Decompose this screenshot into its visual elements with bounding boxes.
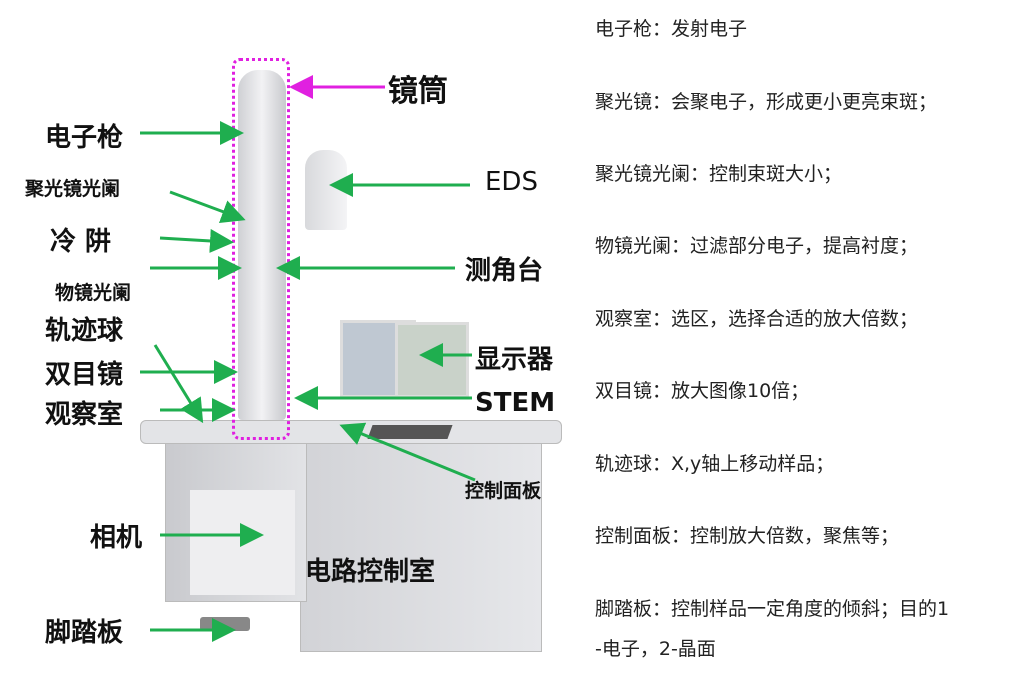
description-item: 观察室：选区，选择合适的放大倍数； — [595, 308, 919, 330]
label-control-panel: 控制面板 — [465, 480, 542, 502]
column-body — [238, 70, 286, 420]
label-stem: STEM — [475, 388, 556, 418]
description-item: 双目镜：放大图像10倍； — [595, 380, 810, 402]
label-camera: 相机 — [90, 523, 143, 553]
label-eds: EDS — [485, 167, 538, 197]
label-electron-gun: 电子枪 — [45, 123, 124, 153]
description-item: 聚光镜：会聚电子，形成更小更亮束斑； — [595, 91, 938, 113]
description-item: 物镜光阑：过滤部分电子，提高衬度； — [595, 235, 919, 257]
label-condenser-aperture: 聚光镜光阑 — [25, 178, 121, 200]
label-foot-pedal: 脚踏板 — [45, 618, 124, 648]
arrows — [140, 75, 476, 642]
label-goniometer: 测角台 — [465, 256, 544, 286]
description-item: -电子，2-晶面 — [595, 638, 716, 660]
right-cabinet — [300, 440, 542, 652]
description-item: 控制面板：控制放大倍数，聚焦等； — [595, 525, 900, 547]
label-cold-trap: 冷 阱 — [50, 227, 112, 257]
description-item: 脚踏板：控制样品一定角度的倾斜；目的1 — [595, 598, 950, 620]
label-trackball: 轨迹球 — [45, 316, 124, 346]
description-item: 轨迹球：X,y轴上移动样品； — [595, 453, 835, 475]
label-column: 镜筒 — [388, 74, 448, 109]
description-item: 电子枪：发射电子 — [595, 18, 748, 40]
label-viewing-chamber: 观察室 — [45, 400, 124, 430]
description-item: 聚光镜光阑：控制束斑大小； — [595, 163, 843, 185]
label-circuit-room: 电路控制室 — [305, 557, 436, 587]
label-binocular: 双目镜 — [45, 360, 124, 390]
label-objective-aperture: 物镜光阑 — [55, 282, 132, 304]
label-monitor: 显示器 — [475, 345, 554, 375]
